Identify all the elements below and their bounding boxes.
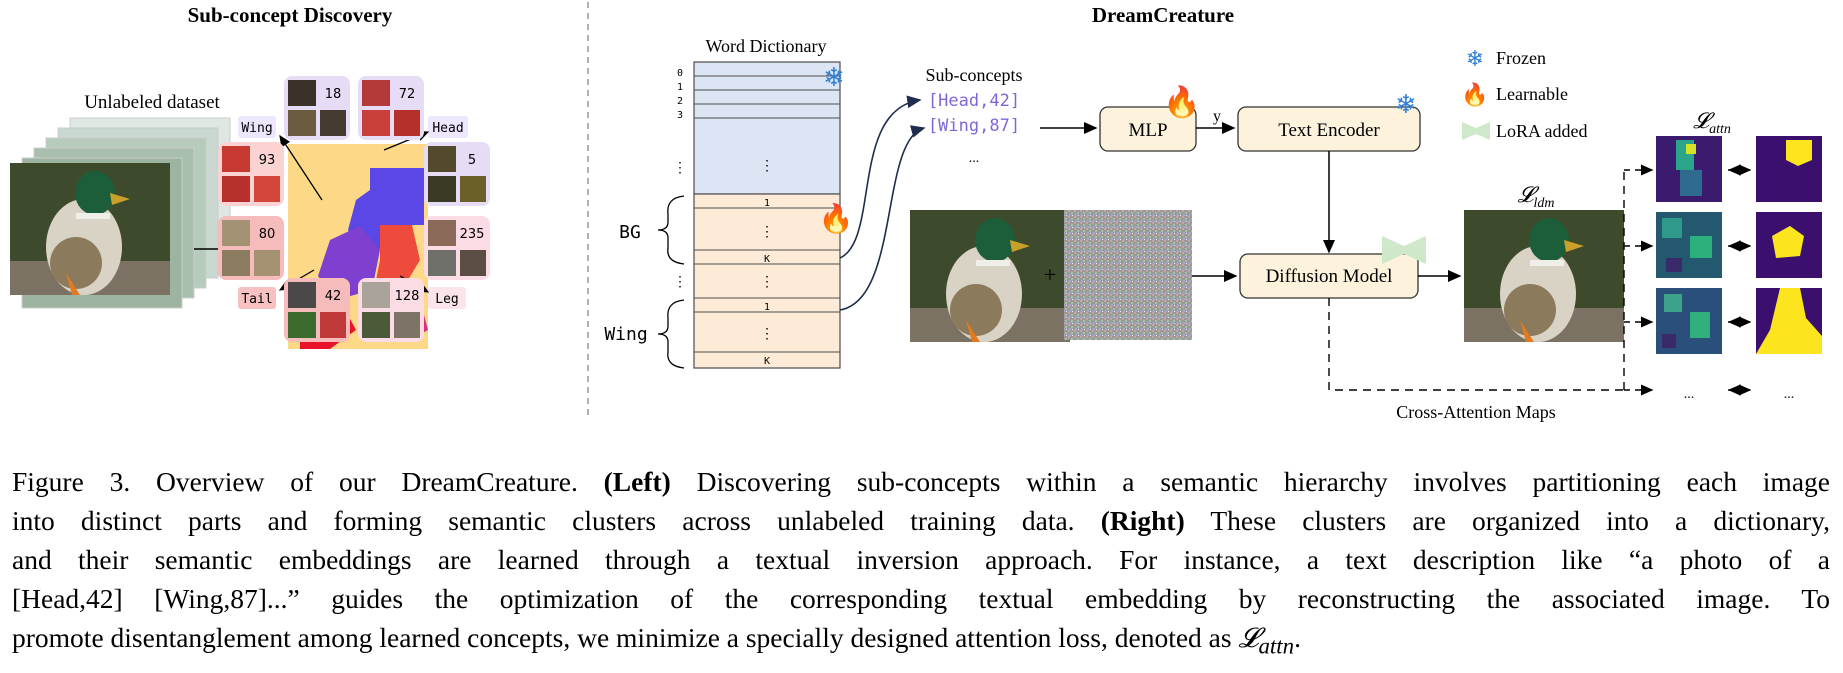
svg-text:1: 1 bbox=[764, 302, 770, 313]
part-label-tail: Tail bbox=[238, 287, 276, 309]
cluster-tile-235: 235 bbox=[424, 216, 490, 280]
bg-to-subconcept-arrow bbox=[839, 95, 922, 259]
word-dictionary: ⋮ ⋮ ⋮ ⋮ ⋮ ⋮ 1 K 1 K bbox=[673, 61, 841, 369]
svg-text:72: 72 bbox=[399, 87, 416, 102]
svg-text:235: 235 bbox=[460, 227, 485, 242]
part-label-wing: Wing bbox=[238, 116, 276, 138]
mlp-block: MLP bbox=[1099, 106, 1197, 152]
bg-brace bbox=[657, 195, 685, 265]
svg-text:80: 80 bbox=[259, 227, 276, 242]
svg-text:18: 18 bbox=[325, 87, 342, 102]
svg-text:K: K bbox=[764, 356, 770, 367]
legend-learnable-label: Learnable bbox=[1496, 84, 1568, 104]
legend-lora-icon bbox=[1462, 122, 1490, 140]
svg-text:3: 3 bbox=[677, 110, 683, 121]
part-label-leg: Leg bbox=[428, 287, 466, 309]
svg-text:⋮: ⋮ bbox=[673, 161, 687, 176]
svg-text:⋮: ⋮ bbox=[760, 225, 774, 240]
cluster-tile-18: 18 bbox=[284, 76, 350, 140]
caption-line-3: and their semantic embeddings are learne… bbox=[12, 544, 1830, 575]
svg-text:1: 1 bbox=[677, 82, 683, 93]
cross-attention-label: Cross-Attention Maps bbox=[1396, 402, 1556, 422]
figure-caption: Figure 3. Overview of our DreamCreature.… bbox=[12, 462, 1830, 666]
caption-line-1: Figure 3. Overview of our DreamCreature.… bbox=[12, 466, 1830, 497]
dictionary-title: Word Dictionary bbox=[705, 36, 826, 56]
svg-text:⋮: ⋮ bbox=[673, 275, 687, 290]
attention-map-2 bbox=[1656, 212, 1722, 278]
svg-text:MLP: MLP bbox=[1128, 120, 1167, 141]
text-encoder-block: Text Encoder bbox=[1237, 106, 1421, 152]
cluster-tile-72: 72 bbox=[358, 76, 424, 140]
loss-ldm: 𝓛ldm bbox=[1518, 182, 1555, 211]
svg-text:Leg: Leg bbox=[435, 292, 458, 307]
svg-text:1: 1 bbox=[764, 198, 770, 209]
mask-3 bbox=[1756, 288, 1822, 354]
svg-text:42: 42 bbox=[325, 289, 342, 304]
map-arrow-wing bbox=[279, 134, 323, 201]
svg-text:0: 0 bbox=[677, 68, 683, 79]
cluster-tile-42: 42 bbox=[284, 278, 350, 342]
legend-lora-label: LoRA added bbox=[1496, 121, 1588, 141]
subconcept-wing: [Wing,87] bbox=[928, 116, 1020, 136]
bg-label: BG bbox=[619, 222, 641, 243]
caption-line-5: promote disentanglement among learned co… bbox=[12, 622, 1301, 659]
legend-frozen-icon: ❄ bbox=[1466, 47, 1484, 72]
diffusion-model-block: Diffusion Model bbox=[1239, 253, 1419, 299]
svg-text:K: K bbox=[764, 254, 770, 265]
dataset-stack bbox=[10, 117, 231, 309]
attention-map-3 bbox=[1656, 288, 1722, 354]
plus-sign: + bbox=[1044, 262, 1056, 287]
svg-text:Head: Head bbox=[432, 121, 463, 136]
left-title: Sub-concept Discovery bbox=[188, 3, 393, 27]
svg-text:2: 2 bbox=[677, 96, 683, 107]
noise-image bbox=[1064, 210, 1192, 340]
svg-text:⋮: ⋮ bbox=[760, 159, 774, 174]
cluster-tile-5: 5 bbox=[424, 142, 490, 206]
mask-1 bbox=[1756, 136, 1822, 202]
legend: ❄ Frozen 🔥 Learnable LoRA added bbox=[1461, 47, 1587, 141]
legend-learnable-icon: 🔥 bbox=[1461, 82, 1488, 108]
caption-line-2: into distinct parts and forming semantic… bbox=[12, 505, 1830, 536]
dataset-duck-image bbox=[10, 163, 170, 295]
svg-text:Diffusion Model: Diffusion Model bbox=[1266, 266, 1393, 287]
svg-text:93: 93 bbox=[259, 153, 276, 168]
svg-text:Wing: Wing bbox=[241, 121, 272, 136]
svg-text:5: 5 bbox=[468, 153, 476, 168]
mask-more: ... bbox=[1784, 387, 1795, 402]
cluster-tile-80: 80 bbox=[218, 216, 284, 280]
wing-label: Wing bbox=[604, 324, 647, 345]
wing-to-subconcept-arrow bbox=[839, 125, 926, 311]
frozen-icon: ❄ bbox=[823, 63, 845, 93]
subconcepts-title: Sub-concepts bbox=[926, 65, 1023, 85]
svg-text:⋮: ⋮ bbox=[760, 327, 774, 342]
cluster-tile-128: 128 bbox=[358, 278, 424, 342]
mlp-fire-icon: 🔥 bbox=[1163, 84, 1200, 120]
cluster-tile-93: 93 bbox=[218, 142, 284, 206]
cross-attention-path bbox=[1328, 298, 1624, 391]
svg-text:⋮: ⋮ bbox=[760, 275, 774, 290]
svg-text:Tail: Tail bbox=[241, 292, 272, 307]
dataset-label: Unlabeled dataset bbox=[84, 92, 220, 113]
caption-line-4: [Head,42] [Wing,87]...” guides the optim… bbox=[12, 583, 1830, 614]
output-image bbox=[1464, 210, 1624, 342]
subconcept-more: ... bbox=[969, 151, 980, 166]
mask-2 bbox=[1756, 212, 1822, 278]
right-title: DreamCreature bbox=[1092, 3, 1234, 27]
svg-text:128: 128 bbox=[395, 289, 420, 304]
attention-more: ... bbox=[1684, 387, 1695, 402]
legend-frozen-label: Frozen bbox=[1496, 48, 1546, 68]
lora-icon bbox=[1382, 236, 1426, 264]
figure-diagram: Sub-concept Discovery Unlabeled dataset … bbox=[10, 2, 1822, 422]
attention-map-1 bbox=[1656, 136, 1722, 202]
loss-attn: 𝓛attn bbox=[1693, 108, 1731, 137]
wing-brace bbox=[657, 299, 685, 369]
part-label-head: Head bbox=[428, 116, 468, 138]
text-encoder-frozen-icon: ❄ bbox=[1395, 90, 1417, 120]
learnable-icon: 🔥 bbox=[819, 202, 854, 235]
svg-text:Text Encoder: Text Encoder bbox=[1278, 120, 1380, 141]
row-indices: 0 1 2 3 bbox=[677, 68, 683, 121]
subconcept-head: [Head,42] bbox=[928, 91, 1020, 111]
y-label: y bbox=[1213, 108, 1221, 125]
